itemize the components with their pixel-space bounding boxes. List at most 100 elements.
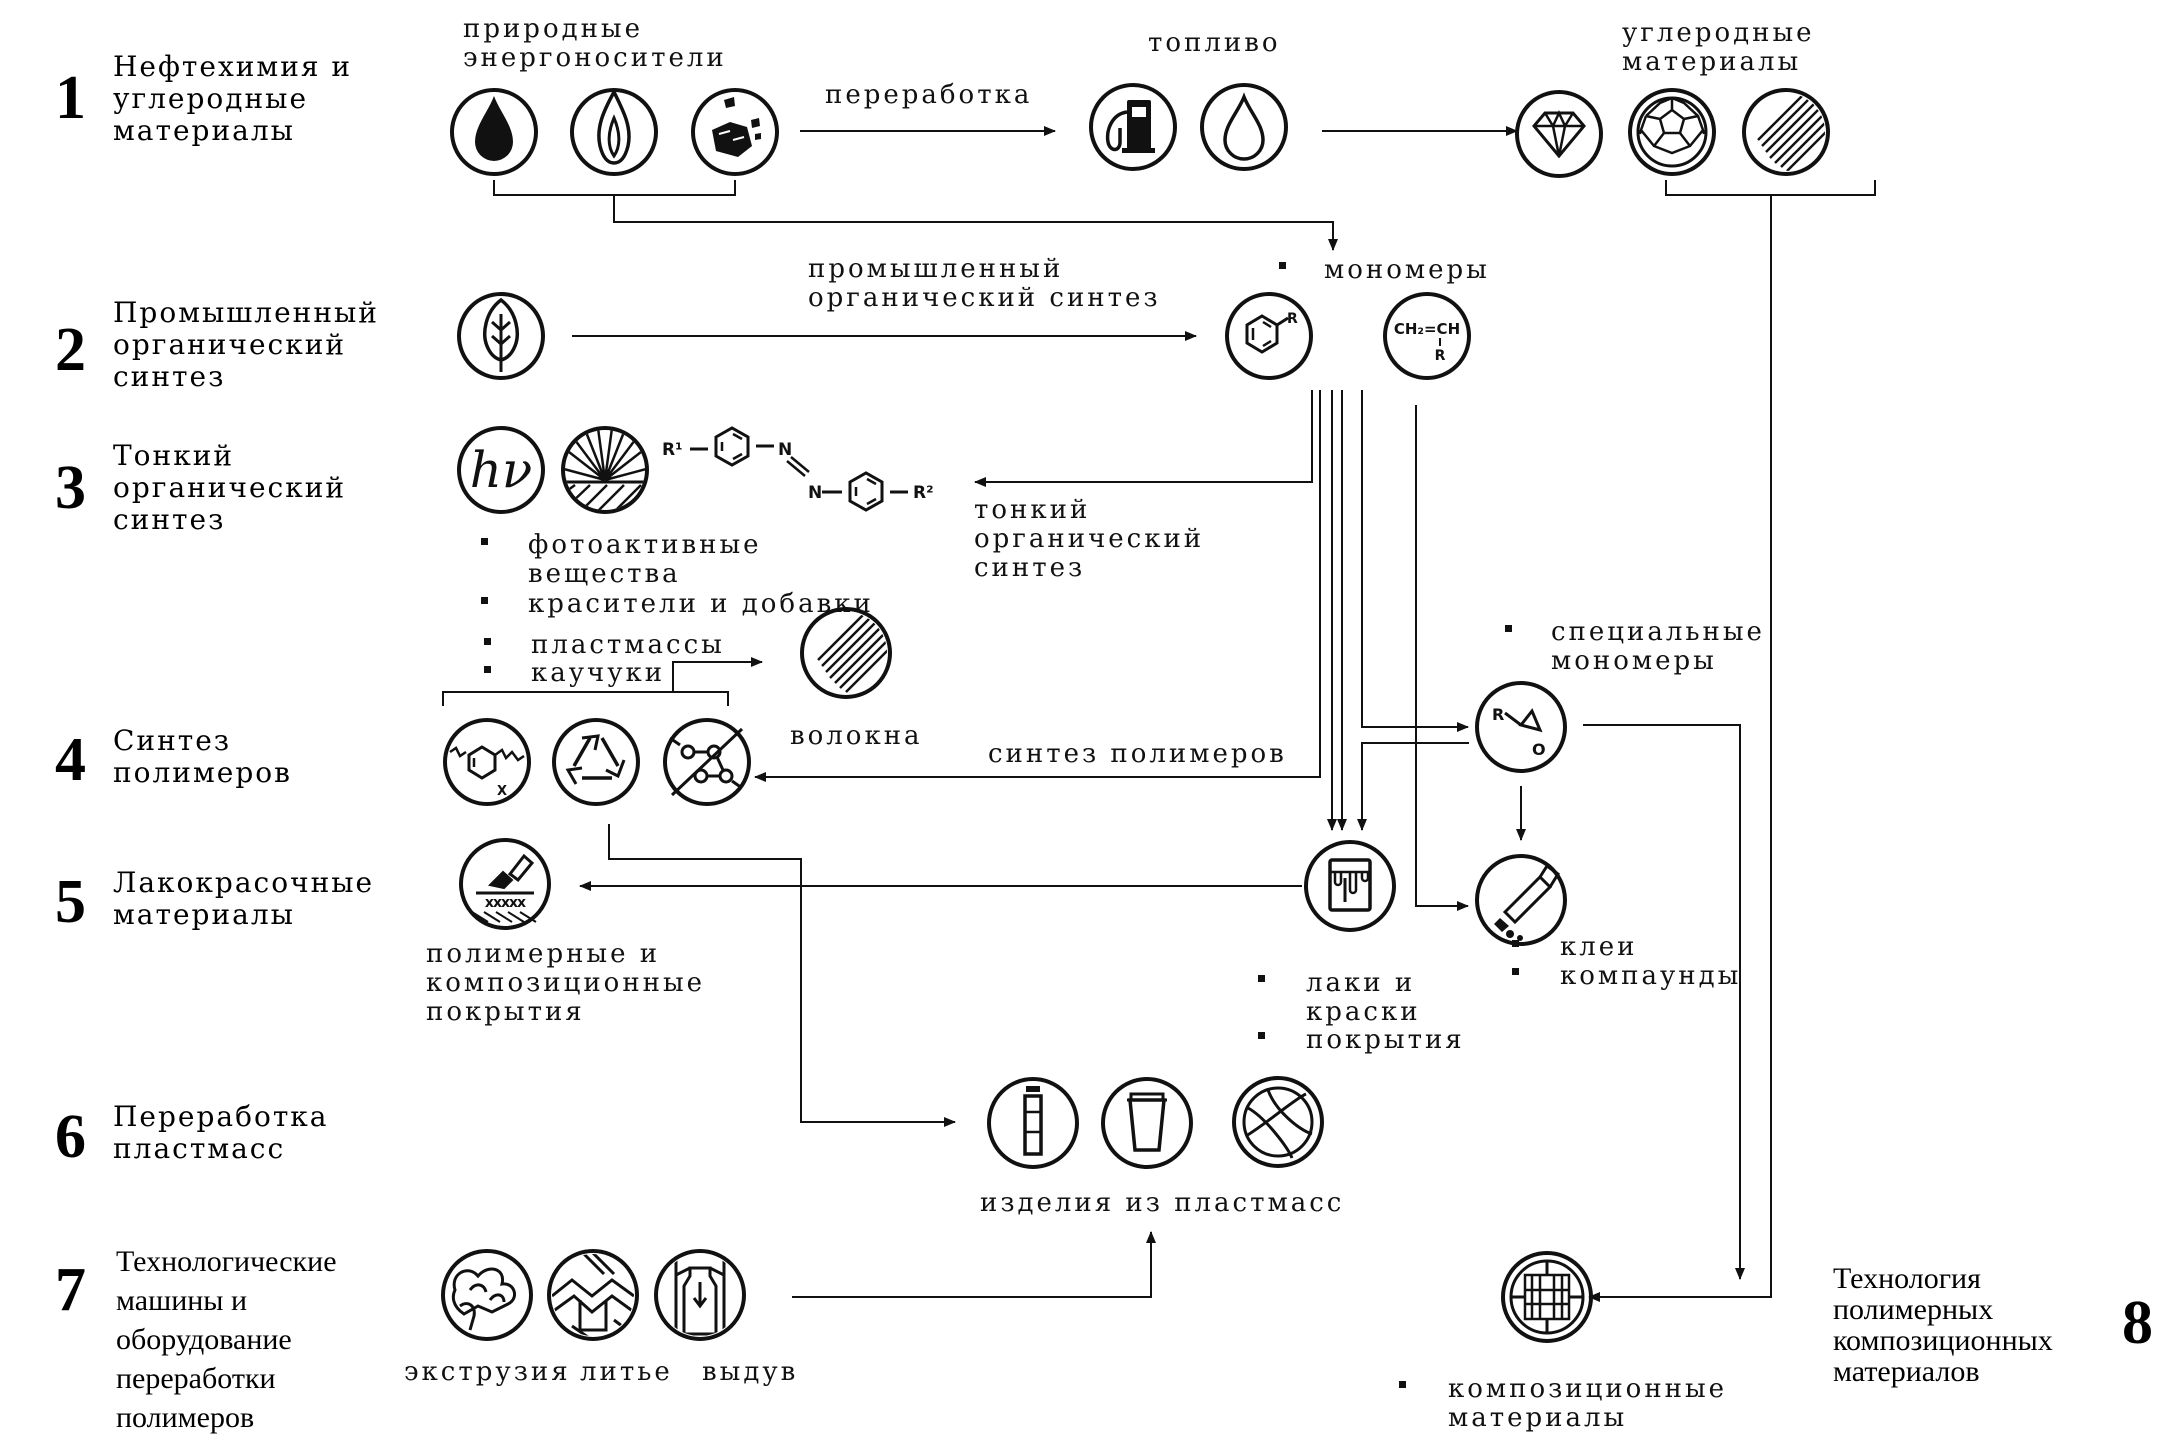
hv-text: hν bbox=[470, 441, 533, 499]
label-fibers: волокна bbox=[790, 721, 923, 751]
label-fine-synthesis: синтез bbox=[974, 553, 1085, 583]
section-title-line: полимеров bbox=[116, 1401, 254, 1434]
section-title-line: полимеров bbox=[113, 756, 292, 789]
azo-n-label: N bbox=[778, 440, 792, 460]
label-special-monomers: мономеры bbox=[1551, 646, 1717, 676]
label-coatings: полимерные и bbox=[426, 939, 660, 969]
azo-n-label: N bbox=[808, 483, 822, 503]
r2-label: R² bbox=[913, 483, 934, 503]
bullet bbox=[1505, 625, 1512, 632]
section-title-line: углеродные bbox=[113, 82, 308, 115]
section-title-line: синтез bbox=[113, 503, 225, 536]
bracket-carbon-to-composites bbox=[1589, 180, 1876, 1297]
label-dyes: красители и добавки bbox=[528, 589, 874, 619]
section-number: 3 bbox=[55, 454, 86, 522]
arrow-polymers-to-fibers bbox=[672, 657, 763, 692]
epoxide-icon: R O bbox=[1475, 681, 1567, 773]
arrow-polymer-synthesis bbox=[754, 390, 1321, 782]
fuel-pump-icon bbox=[1089, 83, 1177, 171]
fiber-icon bbox=[800, 607, 892, 699]
bottle-icon bbox=[987, 1077, 1079, 1169]
r1-label: R¹ bbox=[662, 440, 683, 460]
r-group-label: R bbox=[1435, 348, 1446, 364]
label-carbon-materials: углеродные bbox=[1622, 18, 1815, 48]
label-polymer-synthesis: синтез полимеров bbox=[988, 739, 1287, 769]
arrow-special-to-composites bbox=[1583, 724, 1745, 1280]
icons: R CH₂=CH R hν R¹ N bbox=[441, 83, 1830, 1343]
arrow-vinyl-to-adhesives bbox=[1415, 405, 1469, 911]
label-monomers: мономеры bbox=[1324, 255, 1490, 285]
section-8: 8 Технология полимерных композиционных м… bbox=[1833, 1262, 2153, 1388]
label-carbon-materials: материалы bbox=[1622, 47, 1801, 77]
label-extrusion: экструзия bbox=[404, 1357, 571, 1387]
section-number: 7 bbox=[55, 1256, 86, 1324]
section-title-line: материалы bbox=[113, 898, 295, 931]
oil-drop-icon bbox=[450, 88, 538, 176]
bullet bbox=[1258, 975, 1265, 982]
section-title-line: переработки bbox=[116, 1362, 276, 1395]
bracket-polymers bbox=[442, 691, 729, 706]
light-hv-icon: hν bbox=[457, 426, 545, 514]
bullet bbox=[1279, 262, 1286, 269]
blowing-icon bbox=[654, 1249, 746, 1341]
arrow-special-to-paints bbox=[1357, 742, 1469, 831]
label-coatings: покрытия bbox=[426, 997, 585, 1027]
r-group-label: R bbox=[1492, 705, 1504, 724]
label-industrial-synthesis: промышленный bbox=[808, 254, 1063, 284]
label-varnishes: лаки и bbox=[1306, 968, 1415, 998]
fullerene-icon bbox=[1628, 88, 1716, 176]
label-composites: материалы bbox=[1448, 1403, 1627, 1433]
section-title-line: композиционных bbox=[1833, 1324, 2053, 1357]
label-plastics: пластмассы bbox=[531, 630, 725, 660]
section-title-line: машины и bbox=[116, 1284, 247, 1317]
ball-icon bbox=[1232, 1076, 1324, 1168]
label-casting: литье bbox=[580, 1357, 673, 1387]
connectors bbox=[442, 126, 1876, 1298]
section-title-line: синтез bbox=[113, 360, 225, 393]
bullet bbox=[481, 538, 488, 545]
label-photoactive: фотоактивные bbox=[528, 530, 762, 560]
section-number: 8 bbox=[2122, 1289, 2153, 1357]
drop-outline-icon bbox=[1200, 83, 1288, 171]
section-5: 5 Лакокрасочные материалы bbox=[55, 866, 372, 936]
label-blowing: выдув bbox=[702, 1357, 798, 1387]
label-photoactive: вещества bbox=[528, 559, 681, 589]
paint-can-icon bbox=[1304, 840, 1396, 932]
section-number: 5 bbox=[55, 868, 86, 936]
paint-brush-icon: xxxxx bbox=[459, 838, 551, 930]
section-title-line: Нефтехимия и bbox=[113, 50, 352, 83]
bracket-natural-to-monomers bbox=[493, 180, 1333, 250]
label-fuel: топливо bbox=[1148, 28, 1281, 58]
section-4: 4 Синтез полимеров bbox=[55, 724, 292, 794]
section-title-line: Промышленный bbox=[113, 296, 379, 329]
arrow-recycle-to-products bbox=[608, 824, 956, 1127]
section-3: 3 Тонкий органический синтез bbox=[55, 439, 344, 536]
arrow-fine-synthesis bbox=[974, 390, 1313, 487]
section-title-line: Синтез bbox=[113, 724, 231, 757]
label-rubbers: каучуки bbox=[531, 658, 665, 688]
section-title-line: Переработка bbox=[113, 1100, 329, 1133]
section-number: 4 bbox=[55, 726, 86, 794]
oxygen-label: O bbox=[1532, 740, 1546, 759]
bullet bbox=[1512, 968, 1519, 975]
bullet bbox=[481, 597, 488, 604]
label-coatings-item: покрытия bbox=[1306, 1025, 1465, 1055]
recycle-icon bbox=[552, 718, 640, 806]
sunrise-icon bbox=[561, 426, 649, 514]
label-natural-energy: энергоносители bbox=[463, 43, 727, 73]
section-number: 6 bbox=[55, 1103, 86, 1171]
section-title-line: пластмасс bbox=[113, 1132, 285, 1165]
vinyl-monomer-icon: CH₂=CH R bbox=[1383, 292, 1471, 380]
label-coatings: композиционные bbox=[426, 968, 705, 998]
section-title-line: материалы bbox=[113, 114, 295, 147]
bullet bbox=[1399, 1381, 1406, 1388]
section-7: 7 Технологические машины и оборудование … bbox=[55, 1245, 337, 1434]
arrow-machines-to-products bbox=[792, 1231, 1156, 1298]
molecule-icon bbox=[663, 718, 751, 806]
label-fine-synthesis: органический bbox=[974, 524, 1204, 554]
graphite-icon bbox=[1742, 88, 1830, 176]
arrow-to-special-monomers bbox=[1361, 390, 1469, 732]
diamond-icon bbox=[1515, 90, 1603, 178]
label-adhesives: клеи bbox=[1560, 932, 1637, 962]
